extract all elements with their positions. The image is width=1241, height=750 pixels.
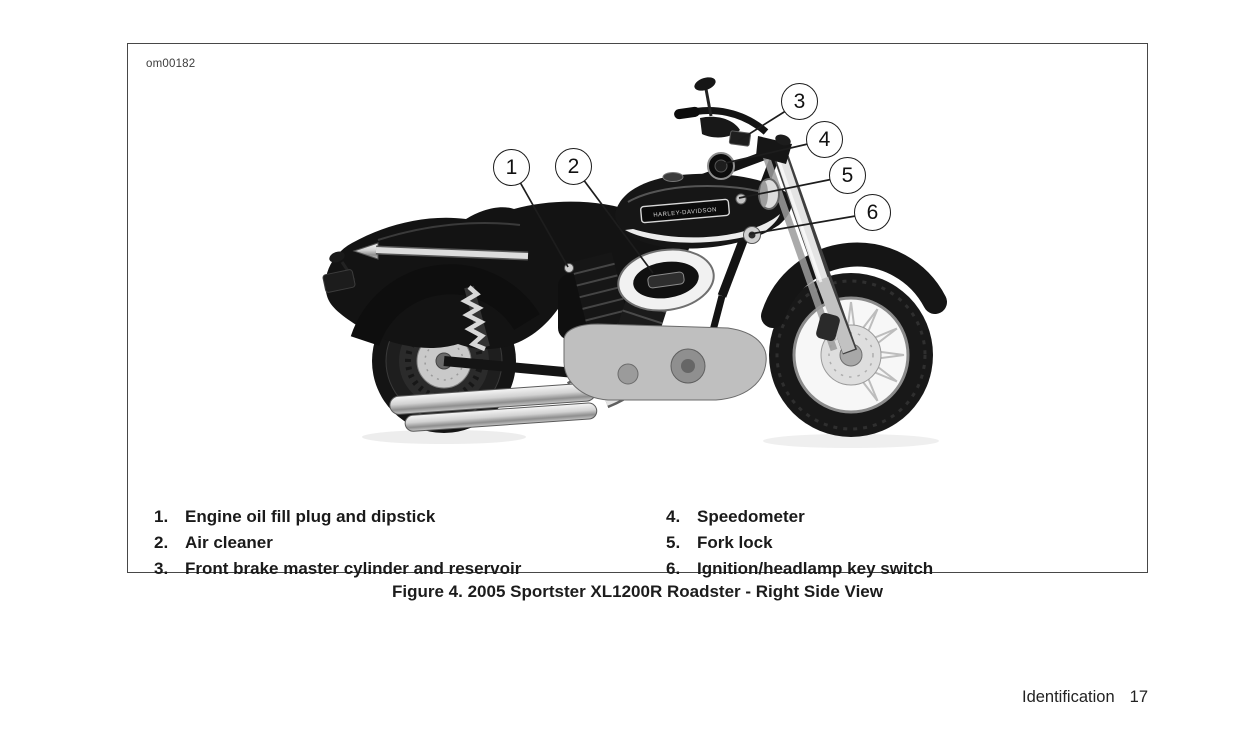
legend-item-2: 2. Air cleaner (154, 530, 521, 556)
footer-page-number: 17 (1129, 688, 1148, 706)
mirror-stalk (704, 88, 713, 117)
page-footer: Identification 17 (1022, 688, 1148, 707)
seat-and-rear-fender (322, 201, 690, 350)
legend-item-3: 3. Front brake master cylinder and reserv… (154, 556, 521, 582)
figure-box: om00182 (127, 43, 1148, 578)
callout-3: 3 (781, 83, 818, 120)
motorcycle-illustration: HARLEY-DAVIDSON (322, 77, 947, 448)
footer-section-label: Identification (1021, 688, 1115, 706)
legend-item-label: Speedometer (697, 507, 805, 526)
rear-shock (460, 285, 490, 352)
svg-text:HARLEY-DAVIDSON: HARLEY-DAVIDSON (653, 207, 717, 219)
legend-item-number: 4. (666, 507, 681, 526)
legend-item-4: 4. Speedometer (666, 504, 933, 530)
legend-item-1: 1. Engine oil fill plug and dipstick (154, 504, 521, 530)
legend-item-6: 6. Ignition/headlamp key switch (666, 556, 933, 582)
mirror (694, 77, 716, 91)
fuel-tank: HARLEY-DAVIDSON (615, 172, 792, 249)
legend-item-number: 6. (666, 559, 681, 578)
fender-strut (352, 242, 529, 261)
legend-item-label: Front brake master cylinder and reservoi… (185, 559, 522, 578)
callout-5: 5 (829, 157, 866, 194)
shadow-front (763, 434, 939, 448)
shadow-rear (362, 430, 526, 444)
legend-item-number: 1. (154, 507, 169, 526)
fork-lock (735, 193, 747, 205)
callout-6: 6 (854, 194, 891, 231)
fuel-cap (662, 172, 684, 182)
legend-item-5: 5. Fork lock (666, 530, 933, 556)
air-cleaner (617, 248, 715, 312)
legend-item-label: Engine oil fill plug and dipstick (185, 507, 436, 526)
legend-column-right: 4. Speedometer 5. Fork lock 6. Ignition/hea… (666, 504, 933, 582)
turn-signal (775, 134, 791, 146)
legend-column-left: 1. Engine oil fill plug and dipstick 2. Ai… (154, 504, 521, 582)
callout-1: 1 (493, 149, 530, 186)
tank-logo: HARLEY-DAVIDSON (640, 198, 730, 224)
legend-item-label: Ignition/headlamp key switch (697, 559, 934, 578)
grip (674, 106, 700, 120)
legend-item-number: 5. (666, 533, 681, 552)
callout-2: 2 (555, 148, 592, 185)
figure-caption: Figure 4. 2005 Sportster XL1200R Roadste… (392, 582, 883, 601)
front-fender (761, 242, 947, 328)
legend-item-number: 2. (154, 533, 169, 552)
callout-4: 4 (806, 121, 843, 158)
brake-caliper (816, 312, 840, 342)
exhaust-mufflers (389, 382, 598, 432)
legend-item-label: Air cleaner (185, 533, 273, 552)
legend-item-number: 3. (154, 559, 169, 578)
brake-master-cylinder (728, 130, 751, 147)
front-fork (762, 145, 858, 355)
front-wheel (769, 273, 933, 437)
image-id: om00182 (146, 58, 196, 70)
cockpit (674, 77, 792, 244)
legend-item-label: Fork lock (697, 533, 773, 552)
swingarm (443, 356, 587, 379)
hand-controls (700, 116, 740, 138)
